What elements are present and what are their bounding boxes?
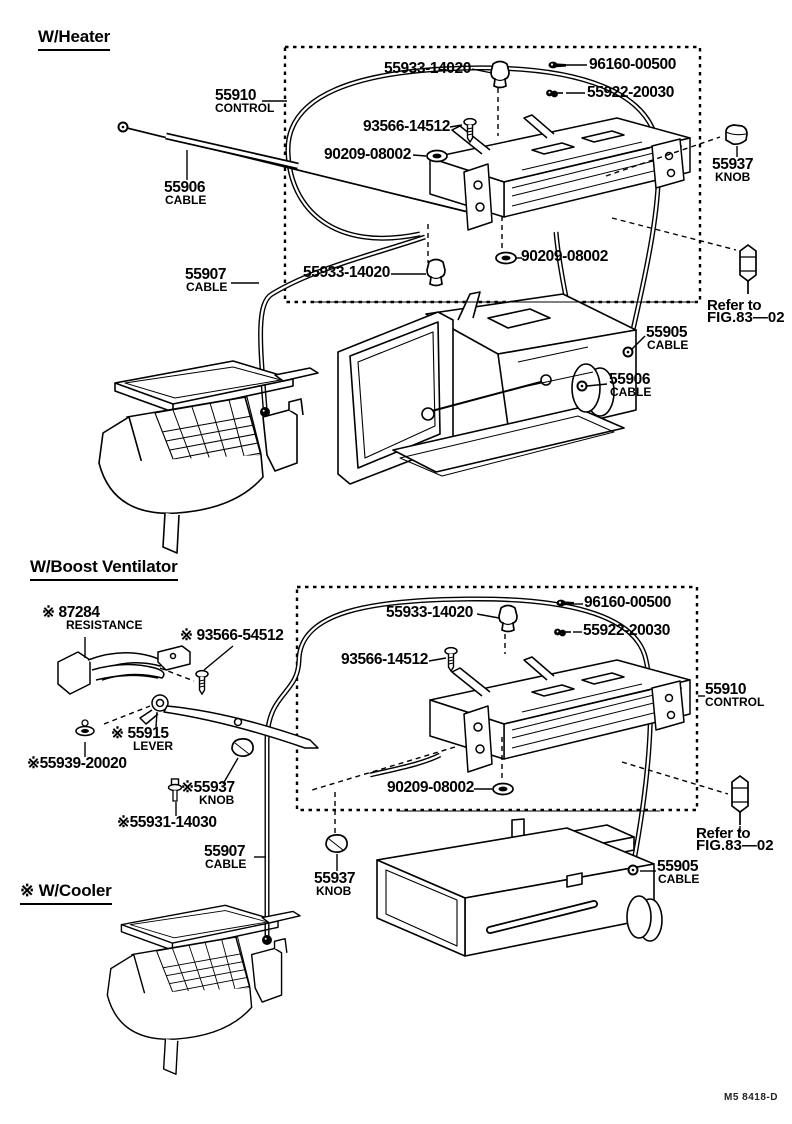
part-desc: KNOB [199, 793, 235, 807]
part-desc: CABLE [647, 338, 689, 352]
part-number: 55906 [164, 179, 206, 196]
cable-eye-icon [622, 346, 634, 358]
part-number: 55910 [215, 87, 257, 104]
section-heading-boost-ventilator: W/Boost Ventilator [30, 557, 178, 581]
label-refer-fig83: Refer to FIG.83—02 [707, 297, 785, 326]
blower-unit-heater [98, 360, 319, 554]
section-heading-heater: W/Heater [38, 27, 110, 51]
screw-icon [444, 646, 458, 672]
knob-icon [725, 124, 748, 146]
label-clip-55933: 55933-14020 [384, 60, 471, 77]
label-cable-55905: 55905 CABLE [646, 324, 689, 352]
label-screw-93566-14512: 93566-14512 [363, 118, 450, 135]
label-nut-55922-boost: 55922-20030 [583, 622, 670, 639]
label-clip-55933-boost: 55933-14020 [386, 604, 473, 621]
label-refer-fig83-boost: Refer to FIG.83—02 [696, 825, 774, 854]
part-number: ※55937 [181, 779, 235, 796]
part-number: 55907 [185, 266, 227, 283]
heater-unit-boost [377, 819, 662, 956]
refer-fig: FIG.83—02 [696, 837, 774, 854]
bolt-icon [167, 778, 183, 802]
part-desc: CABLE [610, 385, 652, 399]
label-screw-96160-boost: 96160-00500 [584, 594, 671, 611]
grommet-icon [495, 251, 517, 265]
knob-icon [231, 738, 254, 757]
label-screw-55931: ※55931-14030 [117, 814, 217, 831]
nut-icon [545, 88, 564, 99]
part-number: 55907 [204, 843, 246, 860]
part-number: 55937 [712, 156, 754, 173]
label-control-55910-boost: 55910 CONTROL [705, 681, 765, 709]
construction-lines [313, 301, 694, 812]
grommet-icon [426, 149, 448, 163]
dashed-box-boost [295, 585, 699, 812]
resistance-part [57, 645, 191, 695]
part-desc: CONTROL [215, 101, 275, 115]
label-control-55910: 55910 CONTROL [215, 87, 275, 115]
label-knob-55937-boost: 55937 KNOB [314, 870, 356, 898]
label-screw-96160: 96160-00500 [589, 56, 676, 73]
washer-screw-icon [75, 719, 95, 737]
part-number: 55905 [657, 858, 699, 875]
cable-end-fitting-icon [731, 775, 749, 826]
label-resistance-87284: ※ 87284 RESISTANCE [42, 604, 143, 632]
part-desc: KNOB [316, 884, 352, 898]
label-screw-93566-boost: 93566-14512 [341, 651, 428, 668]
part-desc: KNOB [715, 170, 751, 184]
cable-end-icon [260, 407, 270, 417]
label-grommet-90209-b: 90209-08002 [521, 248, 608, 265]
label-knob-55937: 55937 KNOB [712, 156, 754, 184]
refer-text: Refer to [707, 297, 762, 314]
label-knob-55937-star: ※55937 KNOB [181, 779, 235, 807]
label-cable-55907-boost: 55907 CABLE [204, 843, 247, 871]
refer-text: Refer to [696, 825, 751, 842]
cable-end-icon [262, 935, 272, 945]
part-number: 55905 [646, 324, 688, 341]
label-screw-93566-54512: ※ 93566-54512 [180, 627, 284, 644]
label-cable-55906-b: 55906 CABLE [609, 371, 652, 399]
part-desc: LEVER [133, 739, 174, 753]
blower-unit-cooler [106, 904, 301, 1075]
part-desc: CABLE [186, 280, 228, 294]
knob-icon [325, 834, 348, 853]
leader-lines [84, 64, 741, 872]
label-cable-55906-a: 55906 CABLE [164, 179, 207, 207]
part-desc: CABLE [205, 857, 247, 871]
screw-icon [195, 669, 209, 695]
cable-eye-icon [627, 864, 639, 876]
lever-part [139, 694, 319, 749]
screw-icon [548, 61, 566, 69]
part-number: 55937 [314, 870, 356, 887]
label-clip-55933-mid: 55933-14020 [303, 264, 390, 281]
label-cable-55905-boost: 55905 CABLE [657, 858, 700, 886]
dashed-leaders [103, 88, 737, 834]
section-heading-cooler: ※ W/Cooler [20, 881, 112, 905]
part-number: 55906 [609, 371, 651, 388]
clip-icon [426, 258, 446, 287]
part-desc: CABLE [165, 193, 207, 207]
part-number: 55910 [705, 681, 747, 698]
part-number: ※ 87284 [42, 604, 100, 621]
label-nut-55922: 55922-20030 [587, 84, 674, 101]
clip-icon [490, 60, 510, 89]
clip-icon [498, 604, 518, 633]
heater-unit [337, 291, 637, 485]
part-desc: CONTROL [705, 695, 765, 709]
part-number: ※ 55915 [111, 725, 169, 742]
label-grommet-90209-a: 90209-08002 [324, 146, 411, 163]
cable-eye-icon [576, 380, 588, 392]
grommet-icon [492, 782, 514, 796]
part-desc: CABLE [658, 872, 700, 886]
label-clamp-55939: ※55939-20020 [27, 755, 127, 772]
part-desc: RESISTANCE [66, 618, 143, 632]
refer-fig: FIG.83—02 [707, 309, 785, 326]
label-cable-55907: 55907 CABLE [185, 266, 228, 294]
nut-icon [553, 627, 572, 638]
label-grommet-90209-boost: 90209-08002 [387, 779, 474, 796]
label-lever-55915: ※ 55915 LEVER [111, 725, 174, 753]
drawing-number: M5 8418-D [724, 1092, 778, 1103]
cable-end-fitting-icon [739, 244, 757, 295]
cable-eye-icon [117, 121, 129, 133]
